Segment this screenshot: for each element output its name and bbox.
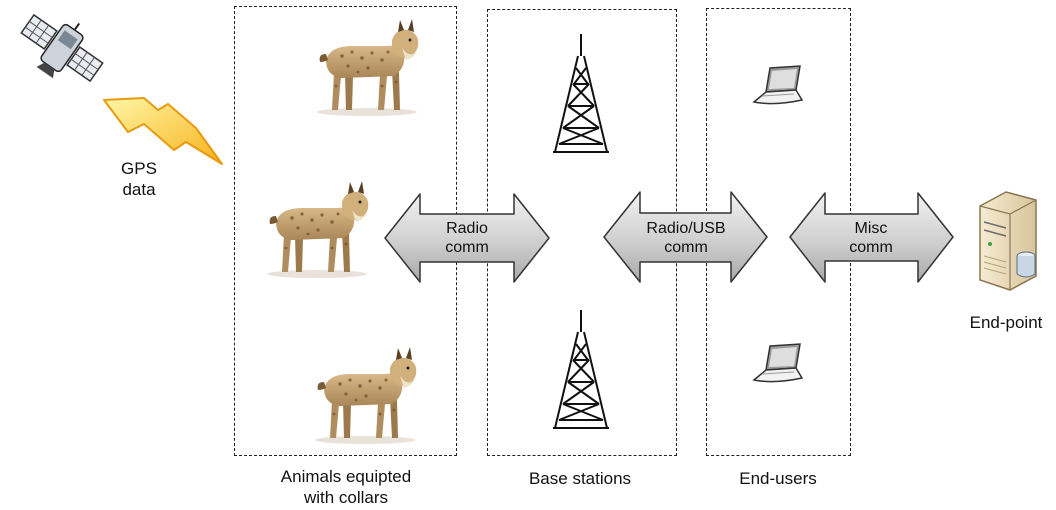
end-point-label: End-point <box>969 313 1043 332</box>
misc-comm-label: Misc comm <box>849 220 893 256</box>
laptop-icon <box>753 343 803 383</box>
gps-data-label: GPS data <box>121 159 157 199</box>
laptop-icon <box>753 65 803 105</box>
radio-tower-icon <box>552 309 610 429</box>
server-icon <box>979 191 1037 291</box>
radio-usb-comm-label: Radio/USB comm <box>646 220 726 256</box>
base-stations-group-label: Base stations <box>528 469 632 488</box>
animals-group-label: Animals equipted with collars <box>280 467 412 507</box>
radio-comm-arrow <box>384 193 550 283</box>
radio-usb-comm-arrow <box>603 191 768 283</box>
lynx-icon <box>267 181 369 278</box>
misc-comm-arrow <box>789 192 954 283</box>
end-users-group-label: End-users <box>739 469 817 488</box>
lynx-icon <box>317 19 419 116</box>
radio-tower-icon <box>552 33 610 153</box>
lynx-icon <box>315 347 417 444</box>
lightning-icon <box>103 97 223 165</box>
radio-comm-label: Radio comm <box>445 220 489 256</box>
satellite-icon <box>20 13 104 83</box>
